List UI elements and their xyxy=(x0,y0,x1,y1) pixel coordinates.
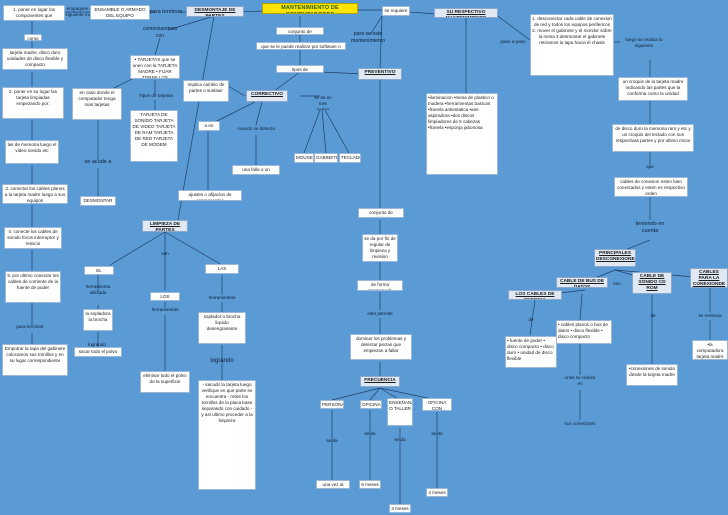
frecuencia-header: FRECUENCIA xyxy=(360,376,400,387)
teniendo-label: teniendo en cuenta xyxy=(635,221,665,235)
ensamblaje-box: ENSAMBLE O ARMADO DEL EQUIPO xyxy=(90,5,150,20)
cable-bus-header: CABLE DE BUS DE DATOS xyxy=(556,277,608,288)
sus-conectores-label: sus conectores xyxy=(564,421,596,426)
logrando2-label: logrando xyxy=(210,358,234,364)
desmontar-box: DESMONTAR xyxy=(80,196,116,206)
se-requiere-box: se requiere de xyxy=(382,6,410,16)
tipos-list-box: TARJETA DE SONIDO TARJETA DE VIDEO TARJE… xyxy=(130,110,178,162)
disco-duro-box: de disco duro la memoria ram y etc y un … xyxy=(612,124,694,152)
soplador-box: soplador o brocha liquido desengrasante xyxy=(198,312,246,344)
para-mantenimiento-label: para se este mantenimiento xyxy=(350,31,386,44)
pasos-box: 1. desconectar cada cable de conexion de… xyxy=(530,14,614,76)
se-da-personal: se da xyxy=(326,438,338,443)
conjunto-actividades-box: conjunto de actividades xyxy=(276,27,324,35)
se-da-cada-exceso: se da cada xyxy=(431,431,443,438)
se-da-fin-box: se da por fin de regular de limpieza y r… xyxy=(362,234,398,262)
personal-box: PERSONAL xyxy=(320,400,344,409)
mouse-box: MOUSE xyxy=(294,153,314,163)
implica-box: implica cambio de partes o sustituir xyxy=(183,80,229,102)
ensenanza-box: ENSEÑANZA O TALLER xyxy=(387,398,413,426)
bastidor-box: EL BASTIDOR xyxy=(84,266,114,275)
remiscia-label: se remiscia desde xyxy=(698,313,722,320)
cuando-label: cuando se detecta xyxy=(237,126,275,131)
lineas-ext-label: unas se realiza en xyxy=(564,375,596,386)
programada-box: de forma programada xyxy=(357,280,403,291)
son-right-label: son xyxy=(613,281,621,286)
cables-conex-box: cables de conexion esten bien conectados… xyxy=(614,177,688,197)
tarjetas-box: • TARJETAS que se unen con la TARJETA MA… xyxy=(130,55,180,79)
conjunto2-box: conjunto de actividades xyxy=(358,208,404,218)
materials-box: •iluminacion •mesa de plastico o madera … xyxy=(426,93,498,175)
ajustes-box: ajustes o afijacion de componentes xyxy=(178,190,242,201)
falla-box: una falla o un problema xyxy=(232,165,280,175)
se-acude-label: se acude a xyxy=(84,159,112,165)
dominar-box: dominar los problemas y detectar piezas … xyxy=(350,334,412,360)
sonido-box: •conexiones de sonido desde la tarjeta m… xyxy=(626,364,678,386)
como-label: como xyxy=(24,34,42,41)
tipos-mantenimiento-box: tipos de mantenimiento xyxy=(276,65,324,73)
step2-box: 2. poner en su lugar las tarjeta limpiad… xyxy=(2,87,64,119)
cables-para-header: CABLES PARA LA CONEXIONDE LOS F xyxy=(690,268,728,288)
paso-a-paso-label: paso a paso xyxy=(500,39,526,44)
las-tarjetas-box: LAS TARJETAS xyxy=(205,264,239,274)
gabinete-box: GABINETE xyxy=(314,153,338,163)
page-title: MANTENIMIENTO DE COMPUTADORES xyxy=(262,3,358,14)
teclado-box: TECLADO xyxy=(339,153,361,163)
empotrar-box: Empotrar la tapa del gabinete colocamos … xyxy=(2,344,68,376)
memoria-box: las de memoria luego el video sonido etc xyxy=(5,140,59,164)
soft-hard-box: que se le puede realizar por software o … xyxy=(256,42,346,50)
oficina-exceso-box: OFICINA CON EXCESO DE POLVO xyxy=(422,398,452,411)
empaques-label: empaques de la siguiente manera xyxy=(65,6,101,17)
cables-energia-header: LOS CABLES DE ENERGIA xyxy=(508,290,562,300)
sacar-polvo-box: sacar todo el polvo xyxy=(74,347,122,357)
logrando-label: logrando xyxy=(88,342,106,347)
step5-box: 5. por ultimo conectar los cables de cor… xyxy=(5,271,61,303)
correctivo-header: CORRECTIVO xyxy=(246,90,288,102)
tipos-tarjetas-label: Tipos de tarjetas xyxy=(139,93,173,98)
herramienta-utilizada: herramienta utilizada xyxy=(85,284,111,295)
bus-list-box: • cables planos o bus de datos • disco f… xyxy=(556,320,612,344)
seis-meses-box: 6 meses xyxy=(359,480,381,489)
una-vez-box: una vez al mes xyxy=(316,480,350,489)
para-terminar-top: para terminar xyxy=(149,9,183,15)
de-label: de xyxy=(528,317,534,322)
sacudir-box: - sacudir la tarjeta luego verifique en … xyxy=(198,380,256,490)
esto-permite-label: esto permite xyxy=(367,311,393,316)
que-label: que xyxy=(646,164,654,169)
croquis-box: un croquis de la tarjeta madre indicando… xyxy=(618,77,688,101)
step1-box: 1. poner en lugar los componentes que an… xyxy=(3,5,65,21)
cuatro-meses-box: 4 meses xyxy=(426,488,448,497)
luego-realiza-label: luego se realiza lo siguiente xyxy=(625,37,663,48)
energia-list-box: • fuente de poder • disco compacto • dis… xyxy=(505,336,557,368)
de-sonido-label: de xyxy=(650,313,656,318)
son-label: son xyxy=(161,251,169,256)
herramientas-label: herramientas xyxy=(151,307,179,312)
limpieza-header: LIMPIEZA DE PARTES xyxy=(142,220,188,232)
desmontaje-header: DESMONTAJE DE PARTES xyxy=(186,6,244,17)
herramientas2-label: herramientas xyxy=(208,295,236,300)
su-respectivo-header: SU RESPECTIVO MANTENIMIENTO xyxy=(434,8,498,18)
cable-sonido-header: CABLE DE SONIDO CD ROM xyxy=(632,272,672,294)
caso-donde-box: en caso donde el computador tenga mas ta… xyxy=(72,88,122,120)
principales-header: PRINCIPALES DESCONEXIONES xyxy=(594,249,636,267)
se-da-label: se da en tres partes xyxy=(314,95,332,110)
se-da-cada-ensenanza: se da cada xyxy=(394,437,406,444)
cables-box: LOS CABLES xyxy=(150,292,180,301)
eliminar-box: eliminar todo el polvo de la superficie xyxy=(140,371,190,393)
preventivo-header: PREVENTIVO xyxy=(358,68,402,80)
step4-box: 4. conecte los cables de sonido focos in… xyxy=(4,227,62,249)
oficina-box: OFICINA xyxy=(360,400,382,409)
comenzaremos-label: comenzaremos con xyxy=(142,26,178,39)
se-da-cada-oficina: se da cada xyxy=(364,431,376,438)
tarjeta-madre-box: tarjeta madre, disco duro unidades de di… xyxy=(2,48,68,70)
computadora-box: •la computadora tarjeta madre xyxy=(692,340,728,360)
step3-box: 3. conectar los cables planos a la tarje… xyxy=(2,184,68,204)
para-terminar-left: para terminar xyxy=(16,324,44,329)
sopladora-box: la sopladora la brocha xyxy=(83,309,113,331)
tres-meses-box: 3 meses xyxy=(389,504,411,513)
en-veces-box: a en veces xyxy=(198,121,220,131)
